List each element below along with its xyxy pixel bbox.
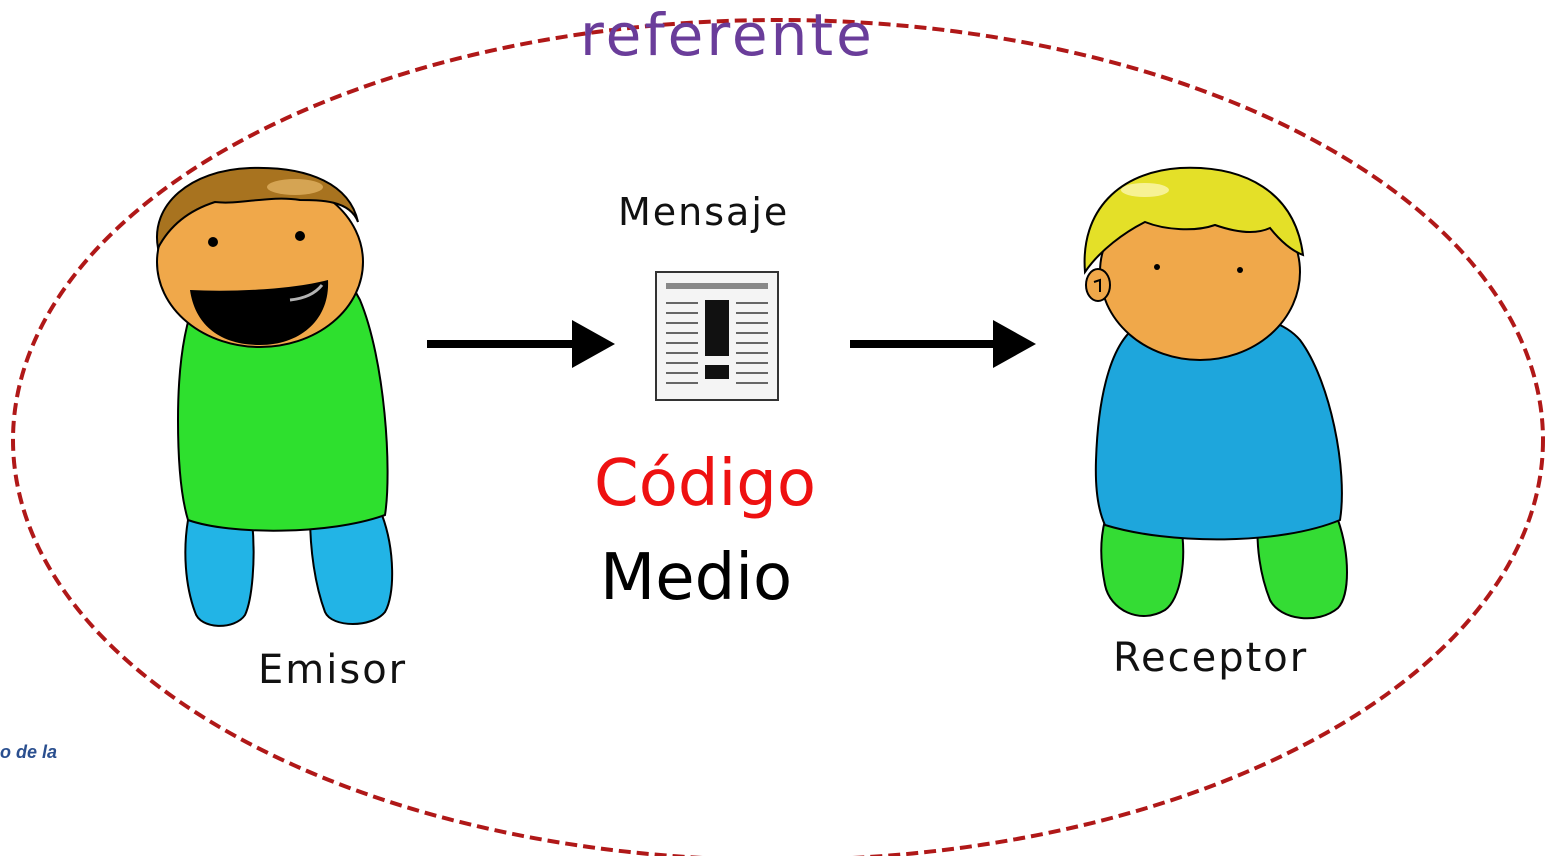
codigo-label: Código — [594, 447, 817, 521]
receptor-right-leg — [1256, 519, 1348, 620]
cropped-caption-fragment: o de la — [0, 742, 58, 762]
arrow-right-icon — [427, 320, 615, 368]
emisor-right-leg — [308, 514, 394, 625]
emisor-left-leg — [184, 519, 255, 627]
receptor-hair-highlight — [1121, 183, 1169, 197]
receptor-eye-left — [1154, 264, 1160, 270]
emisor-hair-highlight — [267, 179, 323, 195]
emisor-eye-right — [295, 231, 305, 241]
arrow-right-icon-2 — [850, 320, 1036, 368]
receptor-shirt — [1094, 311, 1343, 541]
medio-label: Medio — [600, 541, 793, 615]
emisor-mouth — [190, 280, 329, 345]
receptor-figure — [1083, 166, 1348, 620]
referente-label: referente — [580, 1, 875, 69]
mensaje-label: Mensaje — [618, 190, 790, 234]
emisor-mouth-shine — [289, 284, 324, 302]
emisor-eye-left — [208, 237, 218, 247]
emisor-figure — [155, 166, 394, 627]
referente-ellipse — [11, 18, 1545, 856]
receptor-label: Receptor — [1113, 635, 1309, 681]
emisor-label: Emisor — [258, 647, 408, 693]
message-document-icon — [655, 271, 779, 401]
receptor-ear — [1085, 268, 1111, 302]
receptor-eye-right — [1237, 267, 1243, 273]
receptor-left-leg — [1100, 519, 1185, 617]
